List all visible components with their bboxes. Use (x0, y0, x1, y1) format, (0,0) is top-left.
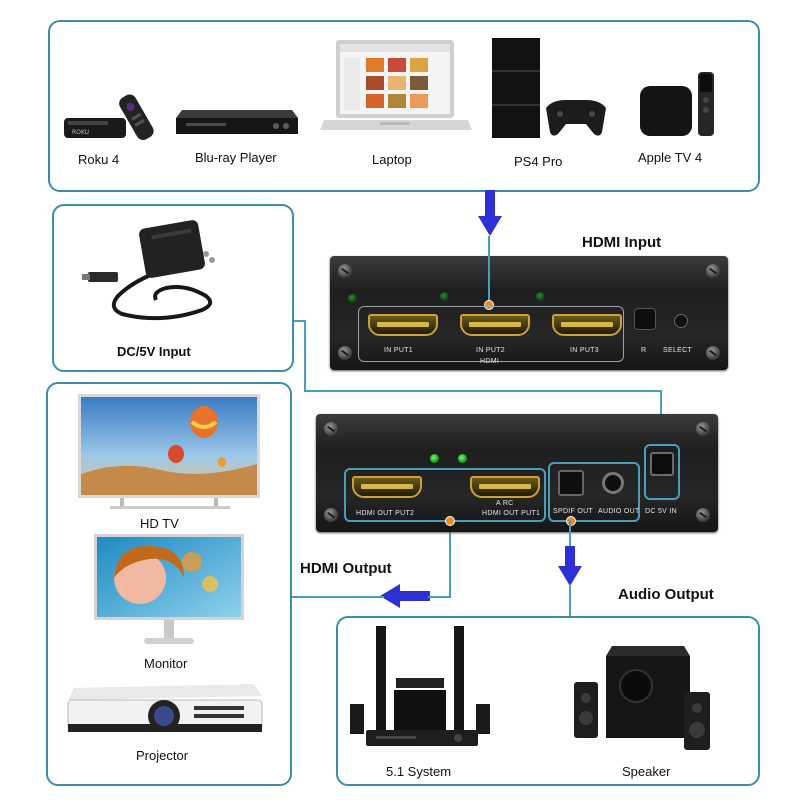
svg-text:ROKU: ROKU (72, 129, 89, 136)
display-label-monitor: Monitor (144, 656, 188, 671)
dc-in-label: DC 5V IN (645, 508, 677, 515)
ps4-console-icon (492, 38, 606, 138)
audio-label-speaker: Speaker (622, 764, 671, 779)
power-label: DC/5V Input (117, 344, 191, 359)
screw-icon (696, 508, 710, 522)
hdmi-output-port-1[interactable] (470, 476, 540, 498)
audio-out-label: AUDIO OUT (598, 508, 640, 515)
power-connector-line-horizontal (304, 390, 662, 392)
hdmi-group-label: HDMI (480, 358, 500, 365)
spdif-label: SPDIF OUT (553, 508, 594, 515)
bluray-player-icon (176, 110, 298, 134)
audio-output-group-frame (548, 462, 640, 522)
input-port-1-label: IN PUT1 (384, 347, 413, 354)
power-connector-line (294, 320, 306, 322)
speaker-system-icon (350, 626, 490, 746)
apple-tv-icon (640, 72, 714, 136)
heading-hdmi-output: HDMI Output (300, 560, 392, 577)
output-connector-line-vertical (449, 520, 451, 598)
input-led-3 (536, 292, 545, 301)
screw-icon (338, 264, 352, 278)
screw-icon (324, 508, 338, 522)
connector-dot (445, 516, 455, 526)
input-port-3-label: IN PUT3 (570, 347, 599, 354)
roku-icon: ROKU (64, 94, 154, 140)
screw-icon (324, 422, 338, 436)
output-connector-line (292, 596, 384, 598)
input-arrow-icon (478, 190, 502, 236)
hdmi-output-port-2[interactable] (352, 476, 422, 498)
screw-icon (706, 264, 720, 278)
projector-icon (67, 684, 263, 732)
source-label-appletv: Apple TV 4 (638, 150, 703, 165)
hdmi-input-group-frame (358, 306, 624, 362)
output-led-1 (430, 454, 439, 463)
audio-out-jack[interactable] (602, 472, 624, 494)
source-label-ps4: PS4 Pro (514, 154, 563, 169)
power-adapter-icon (82, 220, 215, 321)
screw-icon (706, 346, 720, 360)
switch-input-panel (330, 256, 728, 370)
laptop-icon (320, 40, 472, 130)
power-connector-line-vertical (304, 320, 306, 392)
output-led-2 (458, 454, 467, 463)
arc-label: A RC (496, 500, 514, 507)
hdmi-input-port-2[interactable] (460, 314, 530, 336)
input-led-1 (348, 294, 357, 303)
source-label-laptop: Laptop (372, 152, 412, 167)
spdif-port[interactable] (558, 470, 584, 496)
monitor-icon (94, 534, 244, 644)
connector-dot (566, 516, 576, 526)
connector-dot (484, 300, 494, 310)
hdmi-input-port-3[interactable] (552, 314, 622, 336)
speaker-icon (574, 646, 710, 750)
hdmi-input-port-1[interactable] (368, 314, 438, 336)
output-port-2-label: HDMI OUT PUT2 (356, 510, 415, 517)
r-label: R (641, 347, 647, 354)
select-button[interactable] (674, 314, 688, 328)
audio-arrow-icon (558, 546, 582, 586)
output-connector-line-2 (428, 596, 450, 598)
dc-power-port[interactable] (650, 452, 674, 476)
source-label-roku: Roku 4 (78, 152, 120, 167)
audio-connector-line-lower (569, 586, 571, 618)
select-label: SELECT (663, 347, 693, 354)
audio-label-system51: 5.1 System (386, 764, 452, 779)
output-port-1-label: HDMI OUT PUT1 (482, 510, 541, 517)
source-label-bluray: Blu-ray Player (195, 150, 277, 165)
heading-audio-output: Audio Output (618, 586, 714, 603)
input-connector-line (488, 236, 490, 304)
screw-icon (338, 346, 352, 360)
heading-hdmi-input: HDMI Input (582, 234, 662, 251)
audio-connector-line (569, 520, 571, 550)
screw-icon (696, 422, 710, 436)
tv-icon (78, 394, 260, 509)
input-port-2-label: IN PUT2 (476, 347, 505, 354)
display-label-hdtv: HD TV (140, 516, 179, 531)
ir-receiver (634, 308, 656, 330)
dc-input-frame (644, 444, 680, 500)
display-label-projector: Projector (136, 748, 189, 763)
input-led-2 (440, 292, 449, 301)
output-arrow-icon (380, 584, 430, 608)
